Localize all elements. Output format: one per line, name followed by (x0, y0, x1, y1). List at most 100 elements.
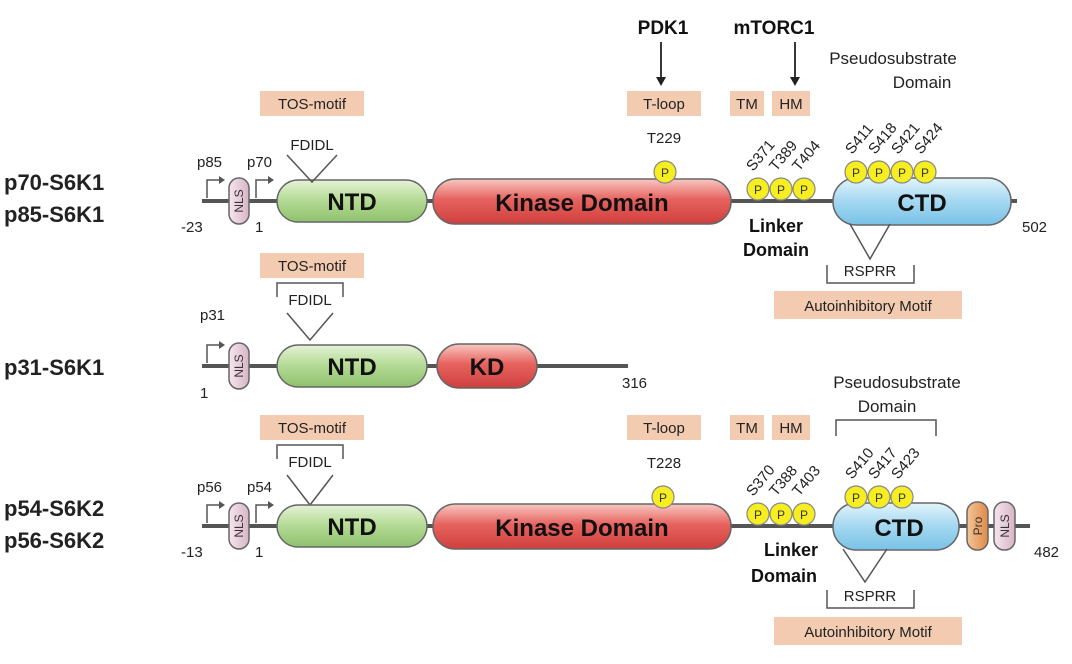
linker-label: Linker (764, 540, 818, 560)
pro-label: Pro (971, 516, 985, 535)
start-position: -23 (181, 219, 203, 236)
kinase-domain (432, 503, 732, 550)
hm-box (772, 415, 810, 440)
nls-domain (228, 342, 250, 390)
nls-label: NLS (232, 354, 246, 377)
p70-s6k1-label: p70-S6K1 (4, 170, 104, 195)
autoinhibitory-box (774, 617, 962, 645)
phospho-label: P (875, 166, 883, 180)
phospho-label: P (754, 508, 762, 522)
phospho-label: P (875, 491, 883, 505)
tm-label: TM (736, 420, 758, 437)
hm-box (772, 91, 810, 116)
t229-label: T229 (647, 130, 681, 147)
p31-start-arrow (206, 344, 222, 363)
tm-box (730, 91, 764, 116)
s424-phospho (913, 160, 937, 184)
start-position: -13 (181, 544, 203, 561)
s370-phospho (746, 502, 770, 526)
ctd-sites: S411 S418 S421 S424 P P P P (842, 120, 947, 184)
p31-label: p31 (200, 307, 225, 324)
tos-motif-label: TOS-motif (278, 96, 347, 113)
p56-arrow-head (219, 501, 225, 509)
s6k1-row: p70-S6K1 p85-S6K1 p85 p70 -23 1 502 NLS … (4, 18, 1047, 319)
tos-motif-box (260, 91, 364, 116)
pseudosubstrate-label: Pseudosubstrate (833, 373, 961, 392)
tloop-label: T-loop (643, 96, 685, 113)
s411-phospho (844, 160, 868, 184)
hm-label: HM (779, 96, 802, 113)
pro-domain (966, 501, 989, 551)
autoinhibitory-label: Autoinhibitory Motif (804, 298, 932, 315)
kd-domain (436, 343, 538, 389)
position-one: 1 (255, 544, 263, 561)
p54-s6k2-label: p54-S6K2 (4, 496, 104, 521)
phospho-label: P (754, 183, 762, 197)
p31-arrow-head (219, 341, 225, 349)
ctd-label: CTD (897, 190, 946, 217)
fdidl-label: FDIDL (288, 292, 331, 309)
p54-arrow-head (268, 501, 274, 509)
pseudosubstrate-domain-label: Domain (893, 73, 952, 92)
pseudosubstrate-label: Pseudosubstrate (829, 49, 957, 68)
kinase-domain-label: Kinase Domain (495, 515, 668, 542)
t229-phospho (653, 160, 677, 184)
s410-phospho (844, 485, 868, 509)
t228-label: T228 (647, 455, 681, 472)
p85-start-arrow (206, 179, 222, 198)
ntd-domain (276, 344, 428, 388)
ntd-domain (276, 504, 428, 548)
fdidl-label: FDIDL (290, 137, 333, 154)
kinase-domain (432, 178, 732, 225)
ctd-sites: S410 S417 S423 P P P (842, 445, 924, 509)
fdidl-connector (286, 154, 338, 184)
end-position: 502 (1022, 219, 1047, 236)
t403-phospho (792, 502, 816, 526)
t228-phospho (651, 485, 675, 509)
ctd-label: CTD (874, 515, 923, 542)
autoinhibitory-label: Autoinhibitory Motif (804, 624, 932, 641)
p31-row: p31-S6K1 TOS-motif FDIDL p31 1 316 NLS N… (4, 253, 647, 402)
p85-arrow-head (219, 176, 225, 184)
t389-phospho (769, 177, 793, 201)
linker-sites: S371 T389 T404 P P P (743, 137, 824, 201)
s371-phospho (746, 177, 770, 201)
kd-label: KD (470, 354, 505, 381)
ntd-label: NTD (327, 354, 376, 381)
phospho-label: P (852, 491, 860, 505)
p85-s6k1-label: p85-S6K1 (4, 202, 104, 227)
rsprr-bracket (826, 265, 915, 284)
phospho-label: P (661, 166, 669, 180)
position-one: 1 (255, 219, 263, 236)
fdidl-connector (286, 474, 334, 507)
pdk1-arrow-head (656, 77, 666, 86)
p31-s6k1-label: p31-S6K1 (4, 355, 104, 380)
autoinhibitory-box (774, 291, 962, 319)
phospho-label: P (777, 183, 785, 197)
p56-label: p56 (197, 479, 222, 496)
pseudosubstrate-bracket (835, 419, 937, 436)
phospho-label: P (659, 491, 667, 505)
s417-phospho (867, 485, 891, 509)
ntd-label: NTD (327, 514, 376, 541)
ntd-label: NTD (327, 189, 376, 216)
tos-motif-label: TOS-motif (278, 420, 347, 437)
t404-phospho (792, 177, 816, 201)
tloop-label: T-loop (643, 420, 685, 437)
fdidl-connector (286, 312, 334, 342)
phospho-label: P (800, 183, 808, 197)
end-position: 482 (1034, 544, 1059, 561)
rsprr-connector (849, 223, 891, 261)
linker-sites: S370 T388 T403 P P P (743, 462, 824, 526)
fdidl-bracket (276, 444, 344, 459)
pdk1-label: PDK1 (638, 18, 689, 39)
tos-motif-label: TOS-motif (278, 258, 347, 275)
nls-label: NLS (232, 189, 246, 212)
pseudosubstrate-domain-label: Domain (858, 397, 917, 416)
rsprr-connector (842, 548, 888, 584)
rsprr-label: RSPRR (844, 588, 897, 605)
fdidl-bracket (276, 282, 344, 297)
ntd-domain (276, 179, 428, 223)
nls-c-terminal-label: NLS (998, 514, 1012, 537)
p56-start-arrow (206, 504, 222, 523)
